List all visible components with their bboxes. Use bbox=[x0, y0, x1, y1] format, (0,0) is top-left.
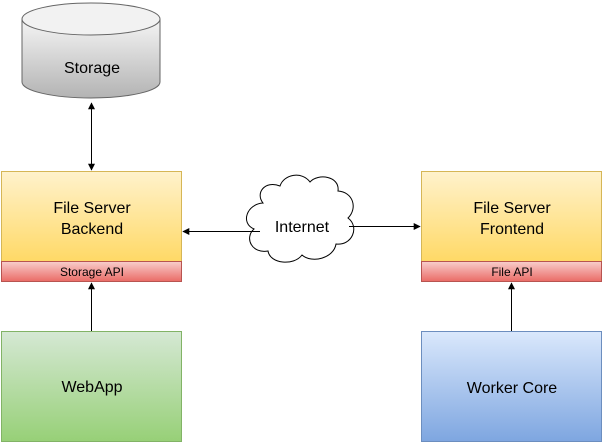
internet-label: Internet bbox=[275, 219, 330, 236]
storage-cylinder-top bbox=[21, 2, 161, 36]
backend-label-line1: File Server bbox=[53, 200, 131, 217]
frontend-label-line1: File Server bbox=[473, 200, 551, 217]
backend-label-line2: Backend bbox=[61, 221, 123, 238]
frontend-label-line2: Frontend bbox=[480, 221, 544, 238]
internet-node[interactable]: Internet bbox=[245, 174, 355, 263]
file-api-node[interactable]: File API bbox=[421, 261, 602, 282]
worker-core-node[interactable]: Worker Core bbox=[421, 331, 602, 442]
storage-cylinder-body bbox=[21, 19, 161, 99]
cloud-shape bbox=[245, 174, 355, 263]
storage-label: Storage bbox=[64, 60, 120, 77]
webapp-label: WebApp bbox=[61, 379, 122, 396]
webapp-box bbox=[1, 331, 182, 442]
frontend-node[interactable]: File Server Frontend bbox=[421, 171, 602, 262]
file-api-bar bbox=[421, 261, 602, 282]
file-api-label: File API bbox=[491, 265, 532, 279]
frontend-box bbox=[421, 171, 602, 262]
backend-node[interactable]: File Server Backend bbox=[1, 171, 182, 262]
storage-node[interactable]: Storage bbox=[21, 2, 161, 99]
storage-api-node[interactable]: Storage API bbox=[1, 261, 182, 282]
webapp-node[interactable]: WebApp bbox=[1, 331, 182, 442]
storage-api-bar bbox=[1, 261, 182, 282]
backend-box bbox=[1, 171, 182, 262]
storage-api-label: Storage API bbox=[60, 265, 124, 279]
worker-core-label: Worker Core bbox=[467, 380, 557, 397]
worker-core-box bbox=[421, 331, 602, 442]
